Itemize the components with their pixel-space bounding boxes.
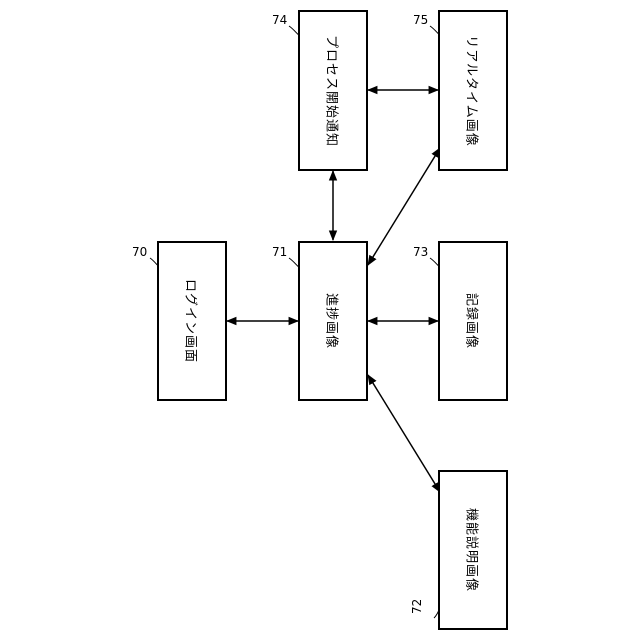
box-record-image: 記録画像 [438, 241, 508, 401]
box-record-label: 記録画像 [464, 293, 483, 349]
box-progress-label: 進捗画像 [324, 293, 343, 349]
box-login-label: ログイン画面 [183, 279, 202, 363]
arrow-progress-function [368, 375, 440, 492]
box-process-start-notice: プロセス開始通知 [298, 10, 368, 171]
box-progress-image: 進捗画像 [298, 241, 368, 401]
box-function-label: 機能説明画像 [464, 508, 483, 592]
ref-71: 71 [272, 245, 287, 259]
box-login-screen: ログイン画面 [157, 241, 227, 401]
box-realtime-image: リアルタイム画像 [438, 10, 508, 171]
box-process-label: プロセス開始通知 [324, 34, 343, 146]
box-realtime-label: リアルタイム画像 [464, 35, 483, 147]
ref-75: 75 [413, 13, 428, 27]
arrow-progress-realtime [368, 148, 440, 265]
ref-74: 74 [272, 13, 287, 27]
ref-72: 72 [410, 599, 424, 614]
box-function-description-image: 機能説明画像 [438, 470, 508, 630]
ref-70: 70 [132, 245, 147, 259]
ref-73: 73 [413, 245, 428, 259]
